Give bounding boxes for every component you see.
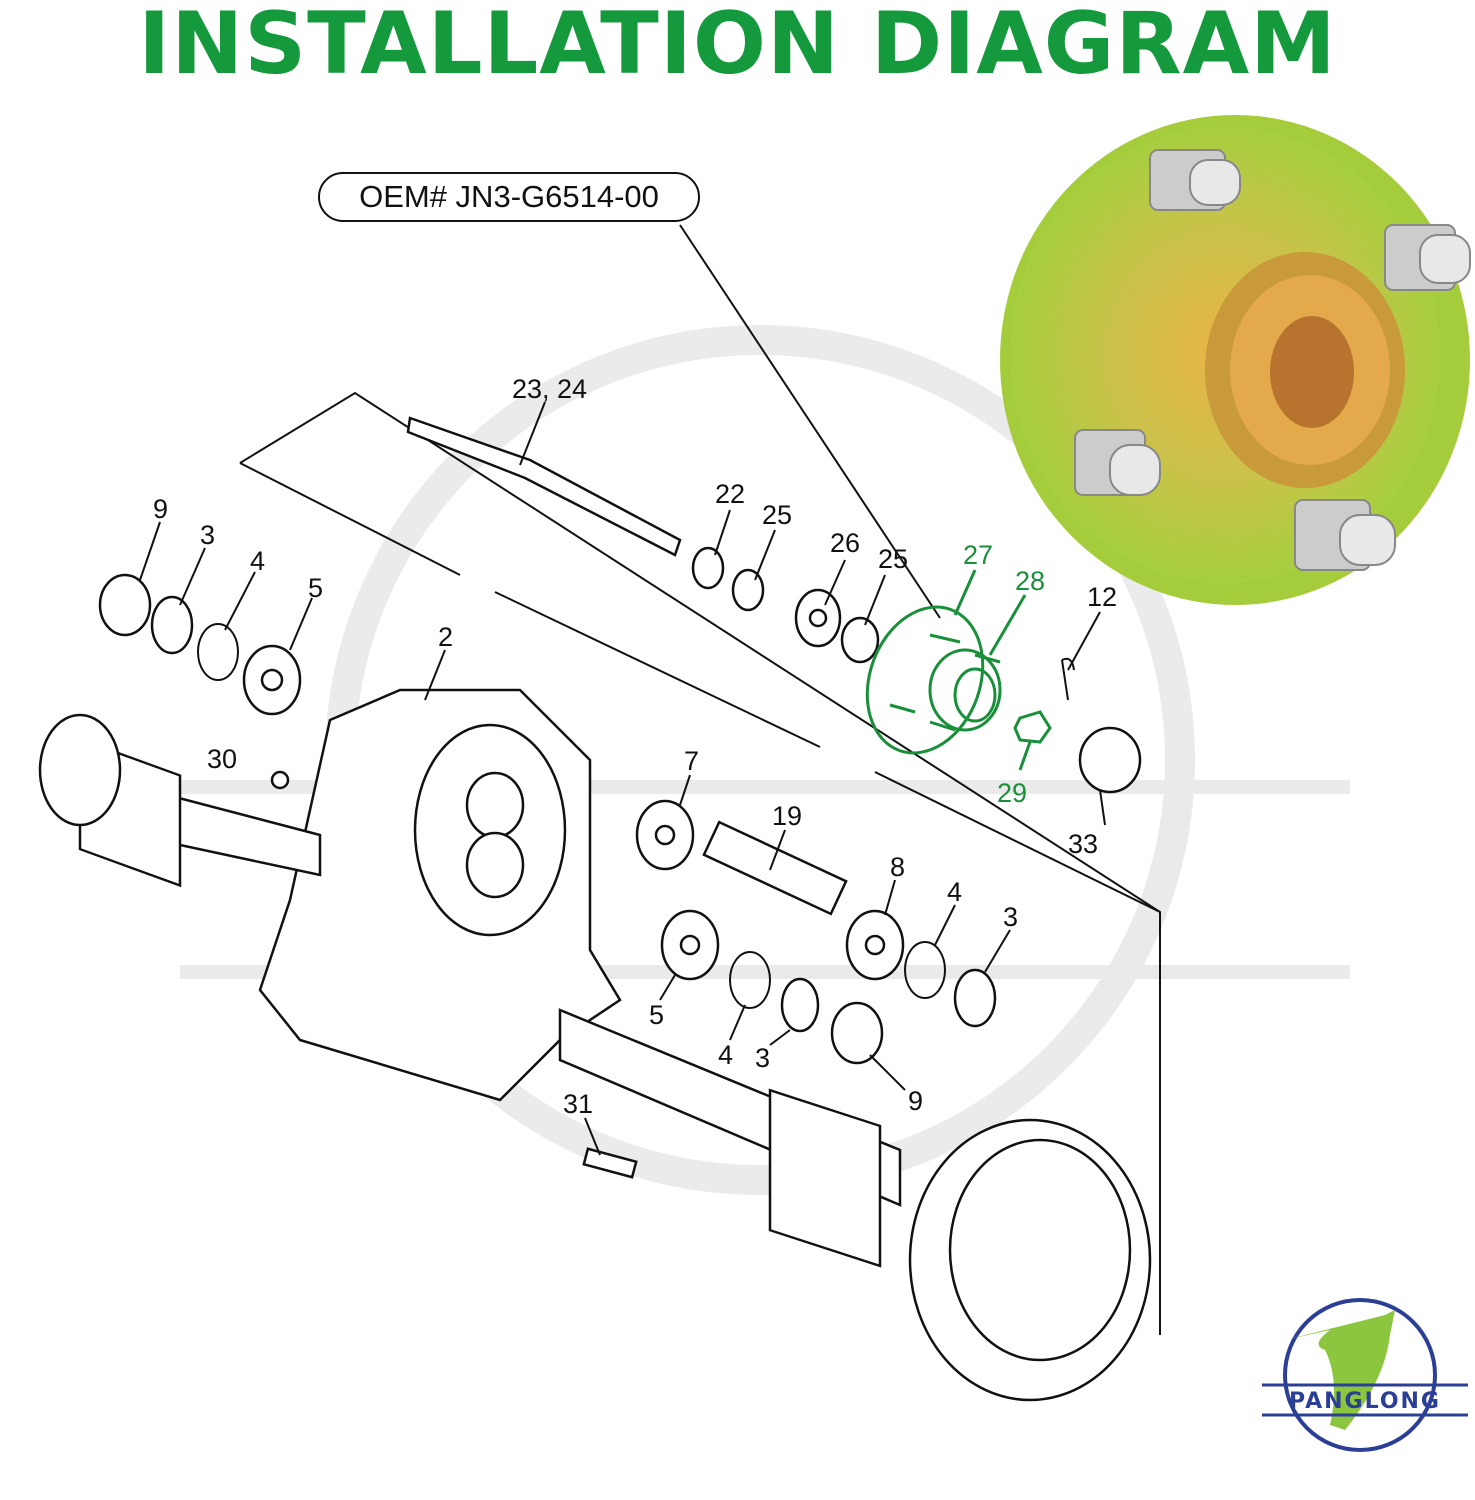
part-labels: 23, 24 22 25 26 25 27 28 12 9 3 4 5 2 30… [153, 374, 1117, 1119]
part-label: 31 [563, 1089, 593, 1119]
green-leader-lines [953, 569, 1032, 771]
axle-housing [38, 688, 1152, 1402]
part-label: 4 [947, 877, 962, 907]
part-label: 4 [718, 1040, 733, 1070]
part-label: 4 [250, 546, 265, 576]
drive-shaft [406, 416, 848, 916]
part-label: 5 [308, 573, 323, 603]
part-label: 7 [684, 746, 699, 776]
wheel-hub-photo [1000, 115, 1471, 605]
part-label-highlighted: 28 [1015, 566, 1045, 596]
bearings-rings [98, 546, 1142, 1179]
part-label: 9 [908, 1086, 923, 1116]
part-label: 19 [772, 801, 802, 831]
part-label: 5 [649, 1000, 664, 1030]
part-label: 30 [207, 744, 237, 774]
part-label-highlighted: 29 [997, 778, 1027, 808]
leader-lines [139, 401, 1106, 1156]
part-label: 8 [890, 852, 905, 882]
part-label: 9 [153, 494, 168, 524]
oem-callout: OEM# JN3-G6514-00 [318, 172, 700, 222]
part-label: 3 [1003, 902, 1018, 932]
part-label: 33 [1068, 829, 1098, 859]
highlighted-hub-27 [865, 605, 1052, 755]
part-label: 26 [830, 528, 860, 558]
page-title: INSTALLATION DIAGRAM [138, 0, 1337, 94]
panglong-logo: PANGLONG [1262, 1298, 1468, 1452]
part-label-highlighted: 27 [963, 540, 993, 570]
part-label: 3 [200, 520, 215, 550]
part-label: 3 [755, 1043, 770, 1073]
part-label: 25 [878, 544, 908, 574]
part-label: 2 [438, 622, 453, 652]
part-label: 25 [762, 500, 792, 530]
part-label: 22 [715, 479, 745, 509]
part-label: 23, 24 [512, 374, 587, 404]
assembly-outline [239, 224, 1161, 1335]
part-label: 12 [1087, 582, 1117, 612]
logo-text: PANGLONG [1289, 1389, 1441, 1414]
